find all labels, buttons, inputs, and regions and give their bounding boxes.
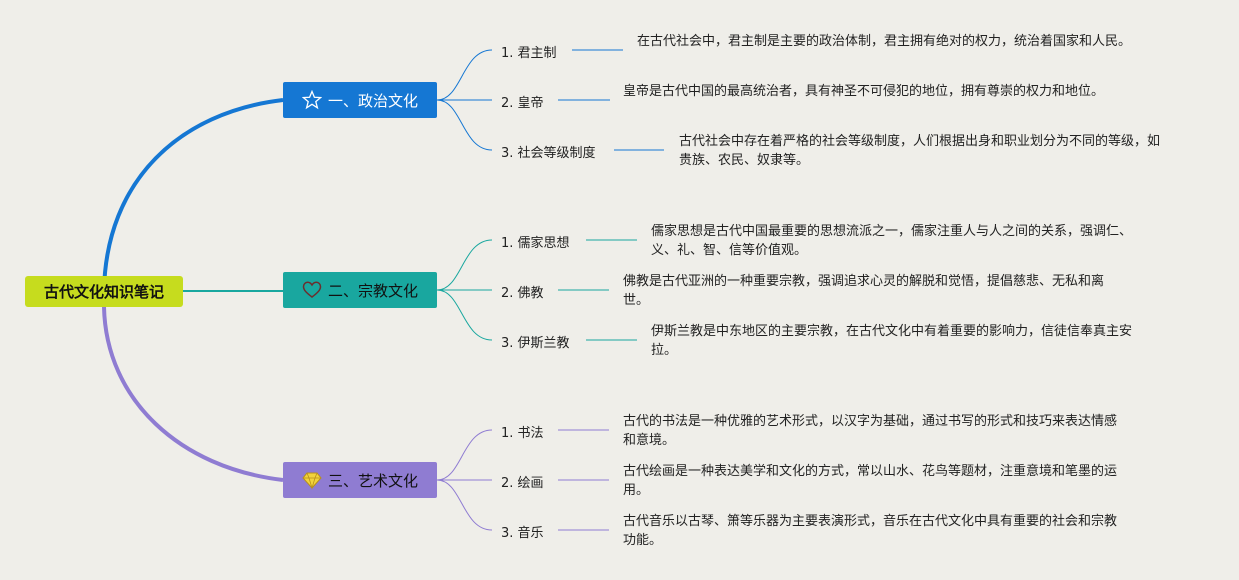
item-music[interactable]: 3. 音乐 — [501, 526, 544, 541]
link-root-art — [102, 306, 284, 482]
branch-religion[interactable]: 二、宗教文化 — [283, 272, 437, 308]
desc-calligraphy: 古代的书法是一种优雅的艺术形式，以汉字为基础，通过书写的形式和技巧来表达情感和意… — [623, 414, 1118, 448]
item-confucianism[interactable]: 1. 儒家思想 — [501, 236, 570, 251]
root-topic[interactable]: 古代文化知识笔记 — [25, 276, 183, 307]
desc-music: 古代音乐以古琴、箫等乐器为主要表演形式，音乐在古代文化中具有重要的社会和宗教功能… — [623, 514, 1118, 548]
link-art-3 — [436, 479, 493, 531]
heart-icon — [302, 281, 322, 298]
item-islam[interactable]: 3. 伊斯兰教 — [501, 336, 570, 351]
link-politics-1 — [436, 49, 493, 101]
diamond-icon — [302, 472, 322, 490]
link-religion-1 — [436, 239, 493, 291]
item-calligraphy[interactable]: 1. 书法 — [501, 426, 544, 441]
desc-monarchy: 在古代社会中，君主制是主要的政治体制，君主拥有绝对的权力，统治着国家和人民。 — [637, 34, 1132, 49]
desc-social-hierarchy: 古代社会中存在着严格的社会等级制度，人们根据出身和职业划分为不同的等级，如贵族、… — [679, 134, 1161, 168]
link-religion-3 — [436, 289, 493, 341]
desc-emperor: 皇帝是古代中国的最高统治者，具有神圣不可侵犯的地位，拥有尊崇的权力和地位。 — [623, 84, 1105, 99]
desc-confucianism: 儒家思想是古代中国最重要的思想流派之一，儒家注重人与人之间的关系，强调仁、义、礼… — [651, 224, 1133, 258]
star-icon — [301, 90, 322, 110]
branch-label: 三、艺术文化 — [327, 471, 418, 490]
link-root-politics — [102, 98, 284, 292]
item-buddhism[interactable]: 2. 佛教 — [501, 286, 544, 301]
link-art-1 — [436, 429, 493, 481]
desc-islam: 伊斯兰教是中东地区的主要宗教，在古代文化中有着重要的影响力，信徒信奉真主安拉。 — [651, 324, 1133, 358]
desc-painting: 古代绘画是一种表达美学和文化的方式，常以山水、花鸟等题材，注重意境和笔墨的运用。 — [623, 464, 1118, 498]
branch-art[interactable]: 三、艺术文化 — [283, 462, 437, 498]
item-emperor[interactable]: 2. 皇帝 — [501, 96, 544, 111]
branch-politics[interactable]: 一、政治文化 — [283, 82, 437, 118]
item-social-hierarchy[interactable]: 3. 社会等级制度 — [501, 146, 596, 161]
branch-label: 一、政治文化 — [327, 91, 418, 110]
item-painting[interactable]: 2. 绘画 — [501, 476, 544, 491]
link-politics-3 — [436, 99, 493, 151]
item-monarchy[interactable]: 1. 君主制 — [501, 46, 557, 61]
desc-buddhism: 佛教是古代亚洲的一种重要宗教，强调追求心灵的解脱和觉悟，提倡慈悲、无私和离世。 — [623, 274, 1105, 308]
branch-label: 二、宗教文化 — [327, 281, 418, 300]
